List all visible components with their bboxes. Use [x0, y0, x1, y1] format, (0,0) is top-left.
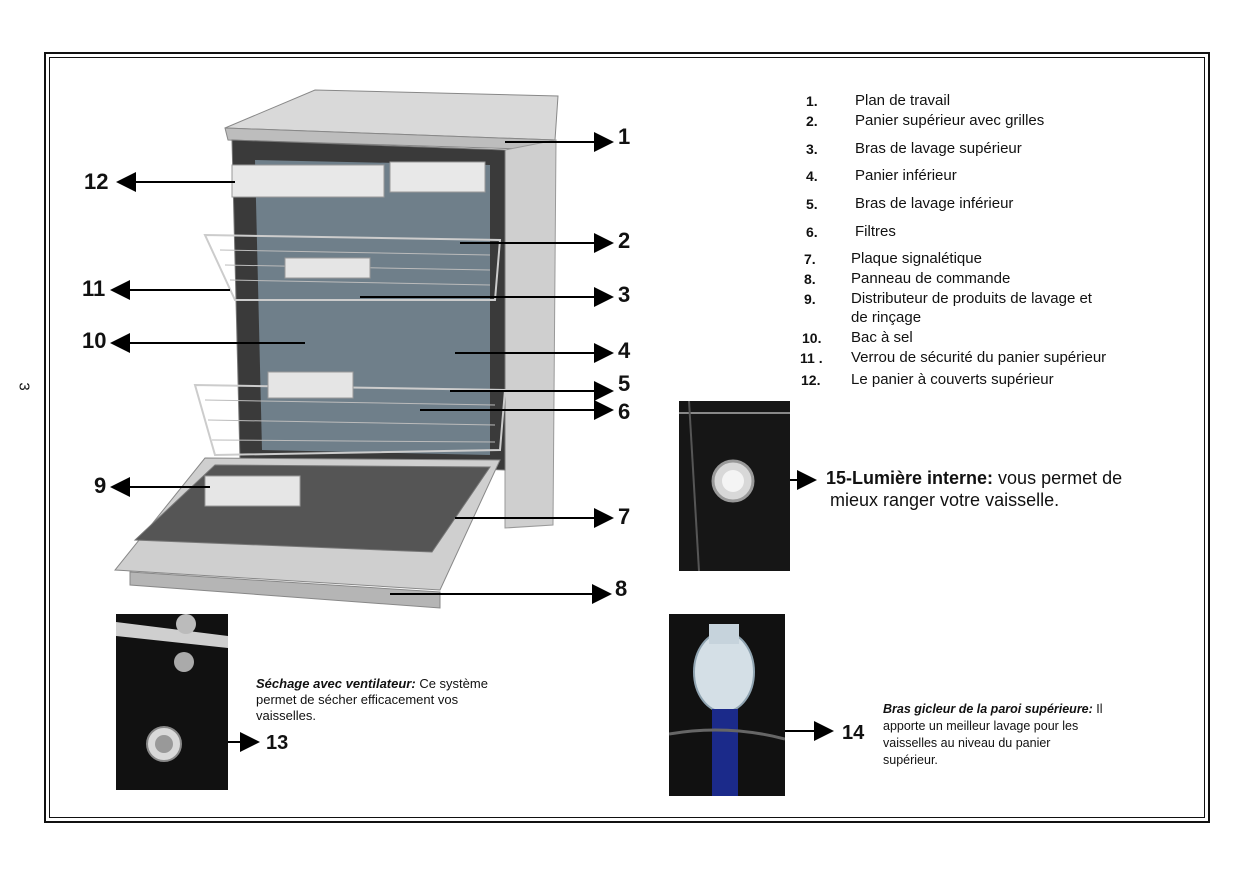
callout-12: 12 — [84, 171, 108, 193]
callout-13: 13 — [266, 732, 288, 754]
internal-light-photo — [679, 401, 790, 571]
callout-10: 10 — [82, 330, 106, 352]
callout-2: 2 — [618, 230, 630, 252]
callout-9: 9 — [94, 475, 106, 497]
callout-6: 6 — [618, 401, 630, 423]
internal-light-caption: 15-Lumière interne: vous permet de mieux… — [826, 467, 1122, 511]
fan-drying-photo — [116, 614, 228, 790]
fan-drying-caption: Séchage avec ventilateur: Ce système per… — [256, 676, 488, 724]
callout-5: 5 — [618, 373, 630, 395]
callout-11: 11 — [82, 278, 105, 300]
dishwasher-illustration — [115, 90, 558, 608]
callout-7: 7 — [618, 506, 630, 528]
callout-4: 4 — [618, 340, 630, 362]
callout-1: 1 — [618, 126, 630, 148]
top-spray-arm-photo — [669, 614, 785, 796]
callout-14: 14 — [842, 722, 864, 744]
top-spray-arm-caption: Bras gicleur de la paroi supérieure: Il … — [883, 701, 1103, 769]
callout-3: 3 — [618, 284, 630, 306]
callout-8: 8 — [615, 578, 627, 600]
